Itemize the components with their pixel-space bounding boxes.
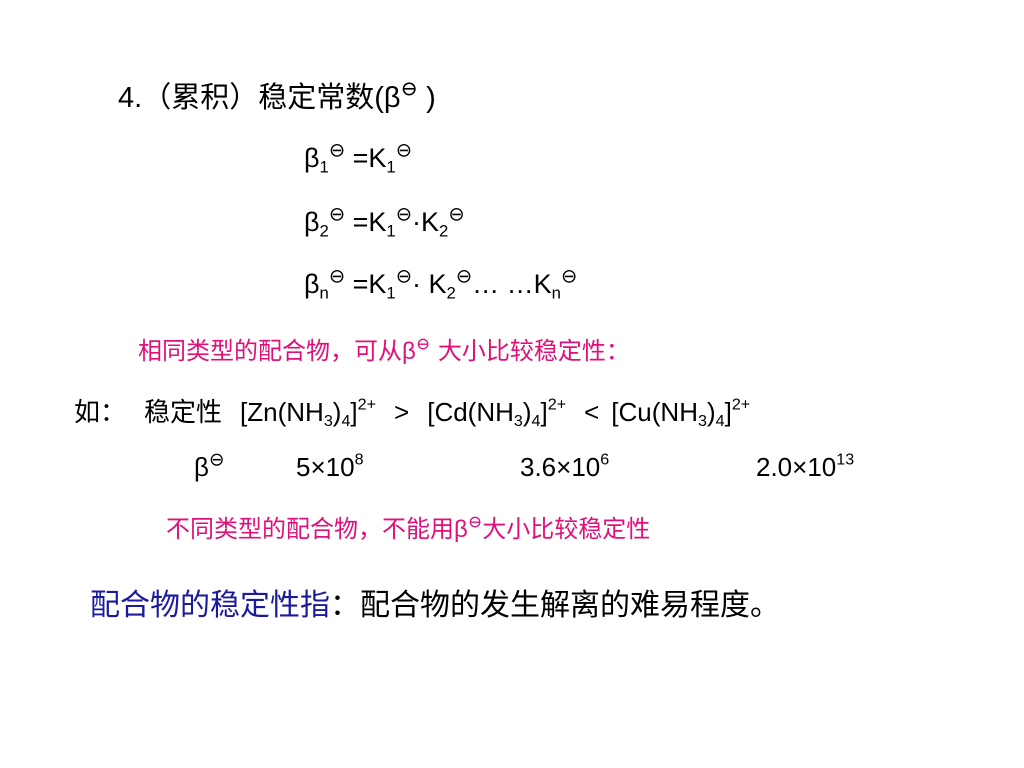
note2-prefix: 不同类型的配合物，不能用 [166,515,454,543]
eq1-equals-k: =K [345,143,387,173]
equation-beta-2: β2⊖ =K1⊖·K2⊖ [304,205,465,241]
eq3-kn-sub: n [551,283,561,303]
eq3-k1-sub: 1 [386,283,396,303]
note1-std: ⊖ [415,334,431,355]
note-same-type: 相同类型的配合物，可从β⊖ 大小比较稳定性： [138,331,630,366]
note-different-type: 不同类型的配合物，不能用β⊖大小比较稳定性 [166,509,650,544]
note1-prefix: 相同类型的配合物，可从 [138,337,402,365]
eq3-ellipsis-k: … …K [472,269,552,299]
eq2-k2-sub: 2 [439,221,449,241]
example-label: 稳定性 [144,398,223,428]
eq2-beta: β [304,207,320,237]
note2-suffix: 大小比较稳定性 [482,515,651,543]
eq2-dot-k: ·K [412,207,440,237]
eq1-beta-std: ⊖ [328,139,346,162]
eq2-k1-std: ⊖ [395,203,413,226]
eq1-k1-sub: 1 [386,157,396,177]
less-than: < [584,397,600,427]
title-standard-symbol: ⊖ [400,76,419,101]
section-title: 4.（累积）稳定常数(β⊖ ) [118,74,436,116]
definition-meaning: 配合物的发生解离的难易程度。 [360,588,780,623]
beta-value-cu: 2.0×1013 [756,450,855,482]
equation-beta-n: βn⊖ =K1⊖· K2⊖… …Kn⊖ [304,267,577,303]
note1-beta: β [402,338,416,365]
eq3-k2-std: ⊖ [455,265,473,288]
definition-colon: ： [330,588,360,623]
note1-suffix: 大小比较稳定性： [430,337,630,365]
complex-cd: [Cd(NH3)4]2+ [427,395,567,431]
eq3-k2-sub: 2 [446,283,456,303]
definition-term: 配合物的稳定性指 [90,588,330,623]
example-row: 如： 稳定性 [Zn(NH3)4]2+ > [Cd(NH3)4]2+ < [Cu(NH3)4… [74,392,750,429]
eq2-k2-std: ⊖ [448,203,465,226]
note2-std: ⊖ [467,512,483,533]
eq3-beta-std: ⊖ [328,265,346,288]
eq3-beta: β [304,269,320,299]
eq2-equals-k: =K [345,207,387,237]
beta-value-zn: 5×108 [296,450,364,482]
eq2-beta-sub: 2 [319,221,329,241]
equation-beta-1: β1⊖ =K1⊖ [304,141,412,177]
eq2-beta-std: ⊖ [328,203,346,226]
stability-definition: 配合物的稳定性指：配合物的发生解离的难易程度。 [90,580,780,624]
eq3-equals-k: =K [345,269,387,299]
example-prefix: 如： [74,398,127,428]
eq3-dot-k: · K [412,269,447,299]
complex-cu: [Cu(NH3)4]2+ [611,395,751,431]
eq1-k1-std: ⊖ [395,139,413,162]
eq1-beta: β [304,143,320,173]
eq3-kn-std: ⊖ [560,265,578,288]
note2-beta: β [454,516,468,543]
complex-zn: [Zn(NH3)4]2+ [240,395,377,431]
eq3-k1-std: ⊖ [395,265,413,288]
eq1-beta-sub: 1 [319,157,329,177]
title-text: （累积）稳定常数 [142,80,375,114]
title-symbol-open: (β [374,82,401,114]
eq3-beta-sub: n [319,283,329,303]
beta-values-label: β⊖ [194,448,225,482]
title-number: 4. [118,82,143,114]
beta-value-cd: 3.6×106 [520,450,610,482]
eq2-k1-sub: 1 [386,221,396,241]
title-symbol-close: ) [418,82,436,114]
greater-than: > [394,397,410,427]
